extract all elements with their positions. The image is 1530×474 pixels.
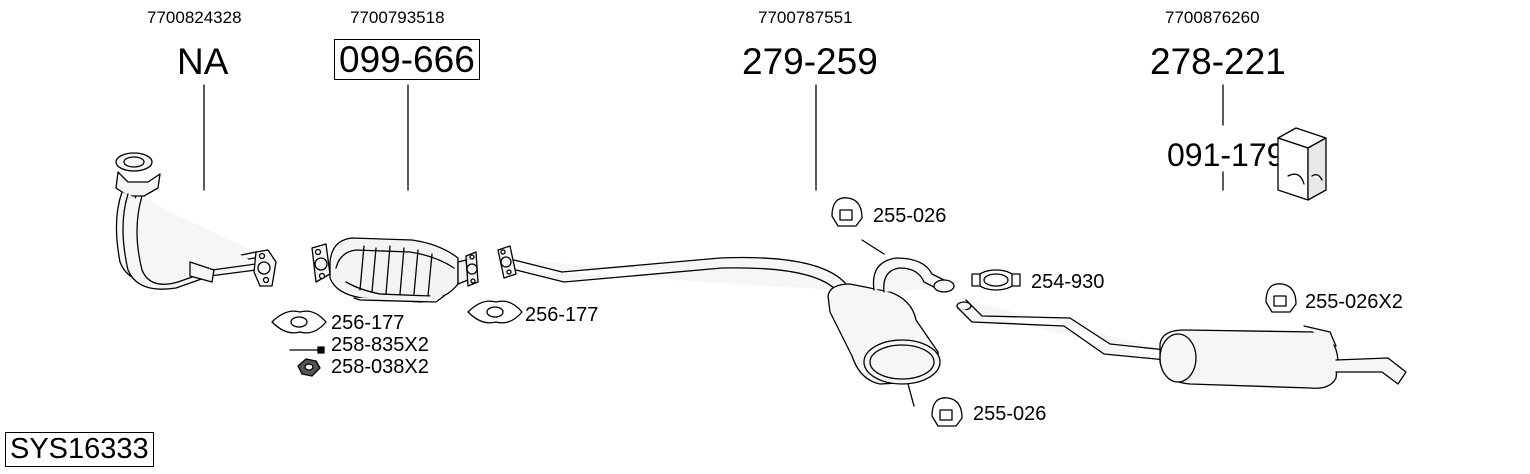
hanger-top-part xyxy=(831,197,863,227)
label-hanger-rear[interactable]: 255-026X2 xyxy=(1305,291,1403,313)
oem-number-front-pipe: 7700824328 xyxy=(147,8,242,27)
clamp-part xyxy=(971,269,1021,291)
label-nut[interactable]: 258-038X2 xyxy=(331,356,429,378)
label-clamp[interactable]: 254-930 xyxy=(1031,271,1105,293)
rear-silencer-part xyxy=(956,299,1407,389)
nut-part xyxy=(297,358,321,377)
gasket-2-part xyxy=(467,300,523,324)
mount-kit-box-icon xyxy=(1277,127,1327,201)
label-gasket-2[interactable]: 256-177 xyxy=(525,304,599,326)
catalyst-part xyxy=(311,237,479,303)
hanger-bottom-part xyxy=(931,397,963,427)
centre-silencer-part xyxy=(497,239,955,407)
hanger-rear-part xyxy=(1265,283,1297,313)
oem-number-centre-silencer: 7700787551 xyxy=(758,8,853,27)
part-number-front-pipe[interactable]: NA xyxy=(177,41,229,82)
system-code: SYS16333 xyxy=(5,432,154,467)
label-bolt[interactable]: 258-835X2 xyxy=(331,334,429,356)
label-hanger-top[interactable]: 255-026 xyxy=(873,205,947,227)
front-pipe-part xyxy=(115,152,277,290)
bolt-part xyxy=(289,346,325,354)
oem-number-rear-silencer: 7700876260 xyxy=(1165,8,1260,27)
part-number-centre-silencer[interactable]: 279-259 xyxy=(742,41,878,82)
label-gasket-1[interactable]: 256-177 xyxy=(331,312,405,334)
label-hanger-bottom[interactable]: 255-026 xyxy=(973,403,1047,425)
part-number-mount-kit[interactable]: 091-179 xyxy=(1167,137,1285,173)
part-number-catalyst[interactable]: 099-666 xyxy=(334,39,480,80)
gasket-1-part xyxy=(271,310,327,334)
part-number-rear-silencer[interactable]: 278-221 xyxy=(1150,41,1286,82)
oem-number-catalyst: 7700793518 xyxy=(350,8,445,27)
